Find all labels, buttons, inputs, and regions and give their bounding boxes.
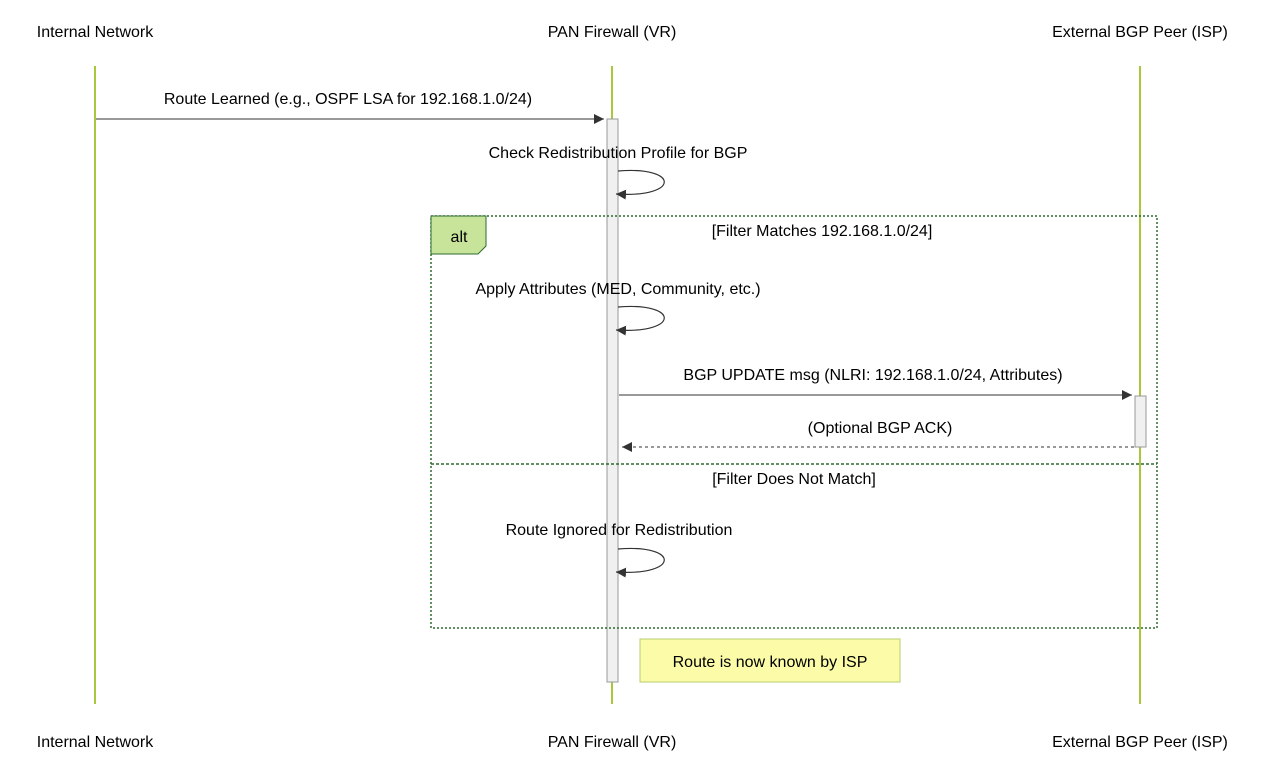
activation-firewall <box>606 118 619 683</box>
message-check-profile-arrow <box>615 169 665 200</box>
participant-firewall-bottom: PAN Firewall (VR) <box>548 734 677 751</box>
message-route-learned-label: Route Learned (e.g., OSPF LSA for 192.16… <box>164 91 532 108</box>
alt-condition-nomatch: [Filter Does Not Match] <box>712 471 876 488</box>
note-text: Route is now known by ISP <box>673 654 868 671</box>
participant-firewall-top: PAN Firewall (VR) <box>548 24 677 41</box>
alt-tab <box>430 215 487 255</box>
activation-peer <box>1134 395 1147 448</box>
message-apply-attributes-arrow <box>615 305 665 336</box>
message-bgp-update-label: BGP UPDATE msg (NLRI: 192.168.1.0/24, At… <box>683 367 1062 384</box>
message-check-profile-label: Check Redistribution Profile for BGP <box>489 145 748 162</box>
note-box <box>639 638 901 683</box>
alt-frame <box>430 215 1158 629</box>
alt-condition-match: [Filter Matches 192.168.1.0/24] <box>712 223 933 240</box>
message-route-ignored-arrow <box>615 547 665 578</box>
message-apply-attributes-label: Apply Attributes (MED, Community, etc.) <box>475 281 760 298</box>
participant-internal-bottom: Internal Network <box>37 734 154 751</box>
participant-peer-bottom: External BGP Peer (ISP) <box>1052 734 1228 751</box>
participant-internal-top: Internal Network <box>37 24 154 41</box>
message-bgp-ack-label: (Optional BGP ACK) <box>808 420 953 437</box>
participant-peer-top: External BGP Peer (ISP) <box>1052 24 1228 41</box>
alt-keyword: alt <box>451 229 468 246</box>
message-route-ignored-label: Route Ignored for Redistribution <box>506 522 733 539</box>
